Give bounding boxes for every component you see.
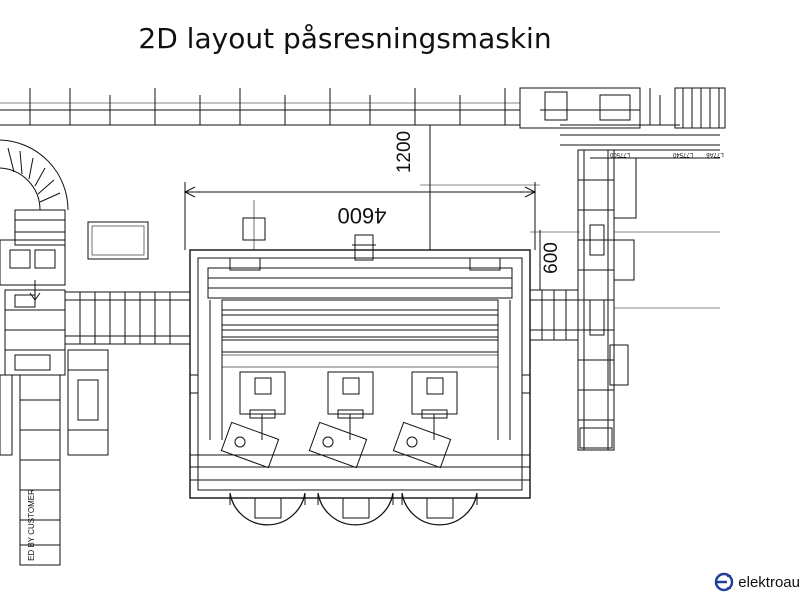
- top-right-equipment: [519, 87, 726, 159]
- right-conveyor: [529, 149, 720, 451]
- brand-footer: elektroau: [714, 572, 800, 592]
- dimension-600-label: 600: [541, 242, 562, 274]
- panel-label-3: L77A6: [706, 151, 724, 157]
- top-rail: [0, 88, 520, 126]
- dimension-1200: [420, 125, 540, 250]
- left-station: [0, 239, 66, 566]
- brand-name: elektroau: [738, 573, 800, 591]
- dimension-4600-label: 4600: [338, 203, 387, 228]
- spindle-station-1: [220, 371, 306, 526]
- panel-label-1: L77500: [609, 151, 630, 157]
- elektroautomatik-logo-icon: [715, 572, 734, 592]
- main-machine-frame: [189, 234, 531, 499]
- customer-note: ED BY CUSTOMER: [27, 489, 36, 561]
- spindle-station-3: [392, 371, 478, 526]
- panel-label-2: L77540: [672, 151, 693, 157]
- dimension-600: [530, 230, 580, 290]
- dimension-1200-label: 1200: [394, 131, 415, 173]
- left-feed-conveyor: [64, 221, 191, 456]
- curved-conveyor: [0, 139, 69, 246]
- dimension-4600: [183, 182, 537, 250]
- page-title: 2D layout påsresningsmaskin: [138, 22, 552, 55]
- spindle-station-2: [308, 371, 394, 526]
